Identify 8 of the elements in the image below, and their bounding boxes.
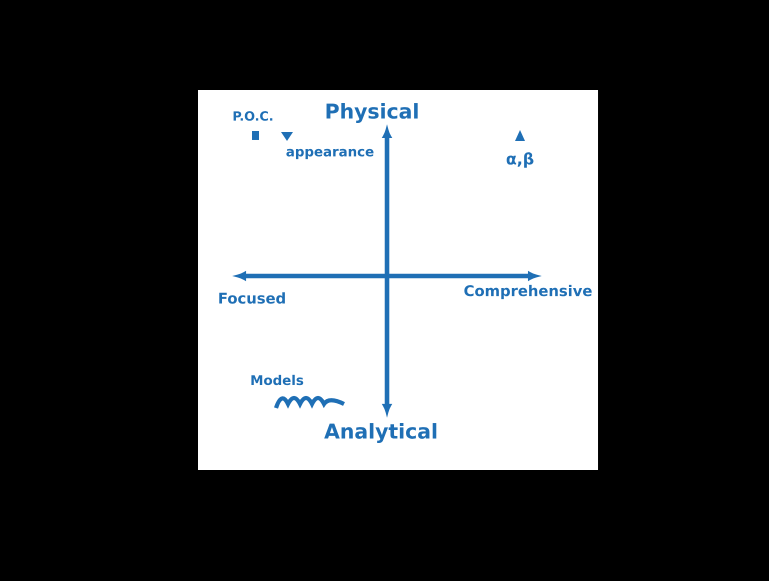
axis-label: Comprehensive	[464, 284, 592, 300]
axis-label: P.O.C.	[234, 111, 272, 121]
point-label: α,β	[506, 152, 534, 168]
point-label: Models	[251, 374, 304, 386]
axis-label: Analytical	[324, 423, 436, 443]
axis-label: Focused	[219, 292, 285, 304]
axis-label: Physical	[326, 103, 418, 123]
point-label: appearance	[286, 148, 374, 160]
